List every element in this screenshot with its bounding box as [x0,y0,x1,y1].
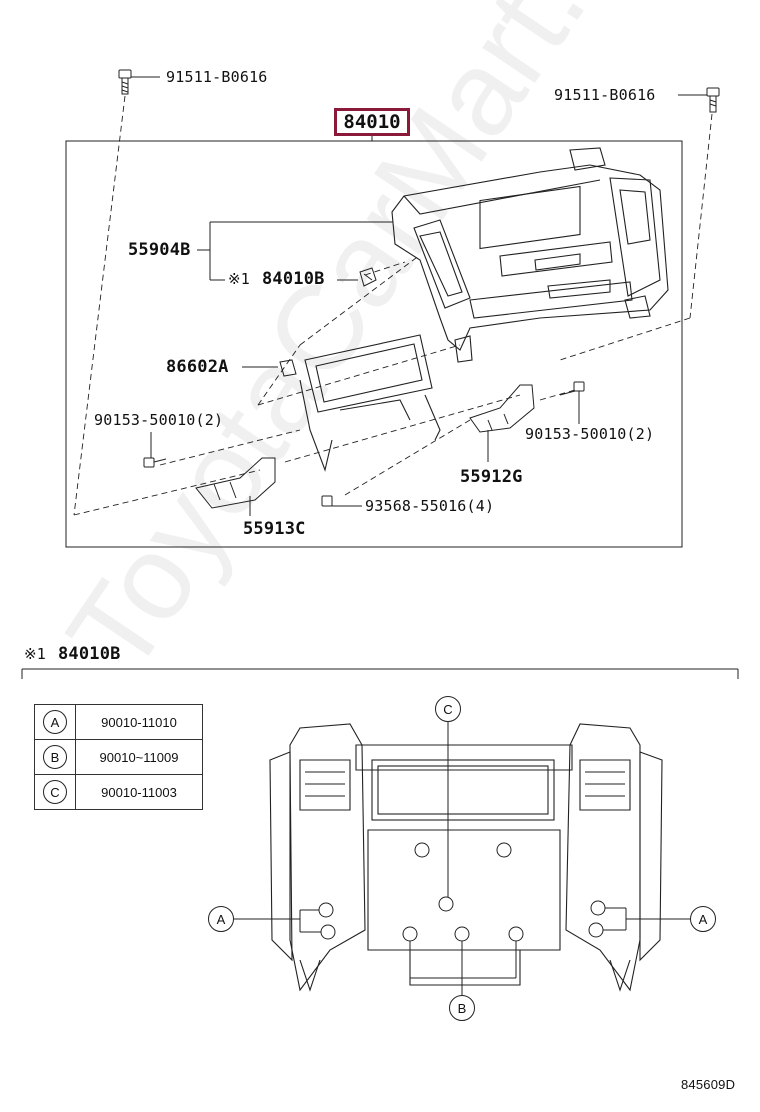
legend-row: A 90010-11010 [34,704,203,740]
bracket-55913c-icon [195,457,276,509]
figure-code: 845609D [681,1077,736,1092]
label-bolt-right: 91511-B0616 [554,86,656,104]
clip-84010b-icon [359,267,377,287]
screw-left-icon [143,457,167,468]
legend-key: C [43,780,67,804]
panel-rear-view-icon [269,723,663,992]
detail-title: 84010B [58,644,121,664]
detail-note-mark: ※1 [24,645,46,663]
note-mark: ※1 [228,270,250,288]
label-55913c: 55913C [243,519,306,539]
label-55912g: 55912G [460,467,523,487]
callout-b: B [449,995,475,1021]
screw-holes-icon [318,842,606,942]
bolt-left-icon [118,69,132,95]
label-screw-right: 90153-50010(2) [525,425,655,443]
main-part-number: 84010 [334,108,410,136]
label-55904b: 55904B [128,240,191,260]
callout-a-left: A [208,906,234,932]
assembly-frame [65,140,683,548]
legend-key: B [43,745,67,769]
label-bolt-left: 91511-B0616 [166,68,268,86]
legend-key: A [43,710,67,734]
screw-93568-icon [321,495,340,507]
legend-row: C 90010-11003 [34,774,203,810]
legend-part: 90010-11010 [75,704,203,740]
legend-row: B 90010~11009 [34,739,203,775]
label-screw-left: 90153-50010(2) [94,411,224,429]
callout-a-right: A [690,906,716,932]
label-86602a: 86602A [166,357,229,377]
bolt-right-icon [706,87,720,113]
display-panel-icon [299,334,441,472]
bracket-55912g-icon [469,384,535,433]
label-84010b: 84010B [262,269,325,289]
callout-c: C [435,696,461,722]
center-panel-icon [391,147,669,363]
legend-part: 90010-11003 [75,774,203,810]
legend-part: 90010~11009 [75,739,203,775]
label-93568: 93568-55016(4) [365,497,495,515]
fastener-legend-table: A 90010-11010 B 90010~11009 C 90010-1100… [34,704,203,810]
bracket-86602a-icon [279,359,297,377]
